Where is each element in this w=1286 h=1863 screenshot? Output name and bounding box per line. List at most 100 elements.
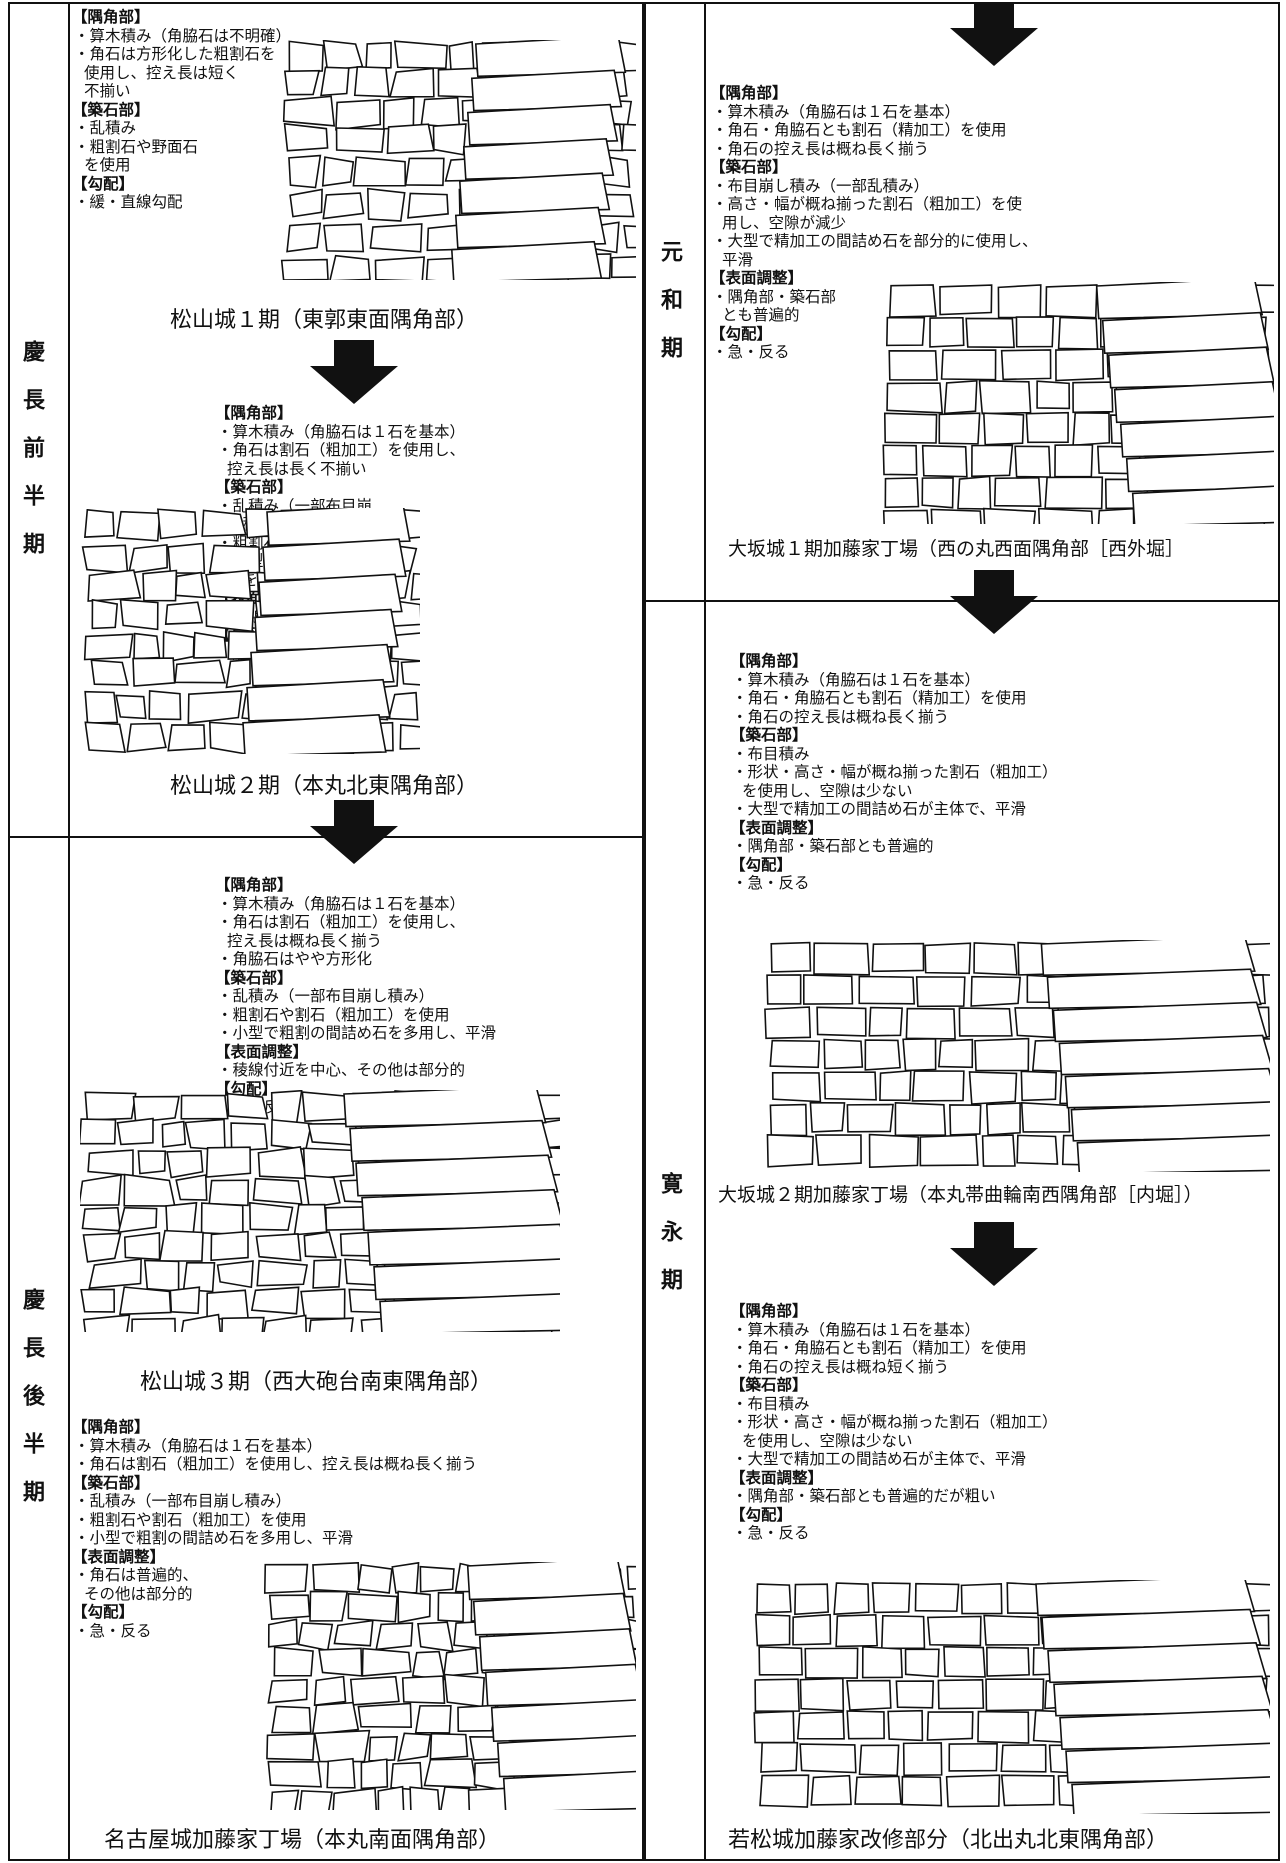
stone — [267, 1678, 308, 1704]
wall-illustration-osaka1 — [880, 282, 1274, 524]
section-heading: 【表面調整】 — [72, 1547, 166, 1566]
stone — [924, 942, 972, 975]
stone — [868, 1006, 903, 1037]
section-heading: 【隅角部】 — [215, 876, 293, 894]
stone — [142, 569, 178, 602]
stone — [419, 1565, 455, 1593]
stone — [318, 1647, 363, 1677]
stone — [268, 1594, 311, 1621]
arrow-down-icon — [950, 1222, 1038, 1290]
stone — [80, 1288, 116, 1313]
stone — [377, 1785, 405, 1810]
stone — [985, 1678, 1045, 1712]
stone — [164, 601, 204, 625]
caption-matsuyama1: 松山城１期（東郭東面隅角部） — [170, 308, 479, 333]
section-heading: 【表面調整】 — [215, 1042, 309, 1061]
stone — [225, 658, 251, 689]
stone — [871, 942, 925, 973]
section-item: ・算木積み（角脇石は１石を基本） — [74, 1436, 323, 1455]
entry-text-wakamatsu: 【隅角部】・算木積み（角脇石は１石を基本）・角石・角脇石とも割石（精加工）を使用… — [730, 1302, 1270, 1543]
stone — [252, 1177, 303, 1205]
section-item: ・角石は普遍的、 その他は部分的 — [74, 1566, 199, 1603]
stone — [329, 254, 371, 280]
section-item: ・大型で精加工の間詰め石が主体で、平滑 — [732, 800, 1026, 818]
stone — [986, 1646, 1030, 1677]
stone — [193, 631, 228, 659]
stone — [938, 412, 981, 445]
stone — [948, 1742, 998, 1772]
section-heading: 【隅角部】 — [710, 84, 788, 102]
stone — [502, 1770, 636, 1810]
stone — [399, 724, 420, 750]
stone — [1113, 380, 1274, 424]
section-item: ・角石・角脇石とも割石（精加工）を使用 — [732, 689, 1027, 707]
stone — [883, 412, 938, 444]
wall-illustration-matsuyama1 — [280, 40, 636, 280]
stone — [119, 598, 159, 631]
stone — [270, 1090, 303, 1124]
stone — [365, 41, 392, 71]
stone — [754, 1613, 791, 1647]
stone — [404, 157, 445, 187]
section-item: ・角石は割石（粗加工）を使用し、 控え長は長く不揃い — [217, 441, 466, 478]
stone — [158, 1229, 204, 1262]
stone — [208, 1179, 250, 1207]
stone — [116, 1117, 154, 1146]
stone — [397, 1590, 431, 1624]
section-item: ・乱積み（一部布目崩し積み） — [217, 987, 435, 1005]
stone — [796, 1711, 845, 1740]
stone — [846, 1679, 892, 1711]
stone — [484, 1663, 636, 1707]
stone — [977, 1710, 1030, 1744]
section-item: ・形状・高さ・幅が概ね揃った割石（粗加工） を使用し、空隙は少ない — [732, 763, 1058, 800]
section-heading: 【築石部】 — [710, 158, 788, 176]
stone — [879, 1069, 912, 1102]
stone — [902, 1038, 937, 1072]
stone — [414, 1705, 452, 1734]
stone — [1101, 311, 1270, 354]
stone — [82, 1314, 131, 1332]
stone — [968, 1071, 1018, 1105]
stone — [490, 1699, 636, 1742]
stone — [754, 1678, 800, 1712]
section-item: ・隅角部・築石部 とも普遍的 — [712, 287, 837, 325]
stone — [919, 1134, 979, 1167]
stone — [167, 542, 206, 575]
stone — [387, 691, 419, 721]
stone — [360, 1758, 389, 1790]
stone — [165, 1201, 198, 1236]
section-item: ・大型で精加工の間詰め石を部分的に使用し、 平滑 — [712, 232, 1038, 269]
stone — [84, 1091, 137, 1121]
stone — [187, 690, 243, 725]
stone — [180, 1094, 229, 1120]
stone — [921, 444, 968, 478]
stone — [184, 1118, 226, 1151]
stone — [393, 40, 448, 70]
stone — [313, 1729, 371, 1763]
stone — [884, 477, 920, 509]
stone — [1040, 940, 1256, 976]
stone — [887, 1709, 924, 1742]
stone — [1016, 1134, 1059, 1165]
section-item: ・乱積み（一部布目崩し積み） — [74, 1492, 292, 1510]
stone — [894, 1101, 947, 1137]
stone — [470, 69, 623, 112]
stone — [882, 509, 929, 524]
stone — [958, 1007, 1013, 1037]
stone — [974, 1037, 1030, 1072]
entry-text-matsuyama3: 【隅角部】・算木積み（角脇石は１石を基本）・角石は割石（粗加工）を使用し、 控え… — [215, 876, 635, 1117]
section-item: ・布目積み — [732, 1394, 810, 1413]
section-item: ・布目積み — [732, 744, 810, 763]
section-heading: 【勾配】 — [730, 1505, 793, 1524]
stone — [208, 544, 261, 574]
stone — [926, 1615, 982, 1647]
stone — [320, 66, 350, 97]
section-item: ・算木積み（角脇石は１石を基本） — [217, 894, 466, 913]
caption-osaka1: 大坂城１期加藤家丁場（西の丸西面隅角部［西外堀］ — [728, 538, 1185, 560]
stone — [1015, 316, 1055, 348]
stone — [123, 1173, 176, 1207]
stone — [1054, 444, 1094, 478]
stone — [1020, 1102, 1071, 1133]
stone — [904, 1648, 940, 1678]
stone — [858, 1744, 900, 1777]
